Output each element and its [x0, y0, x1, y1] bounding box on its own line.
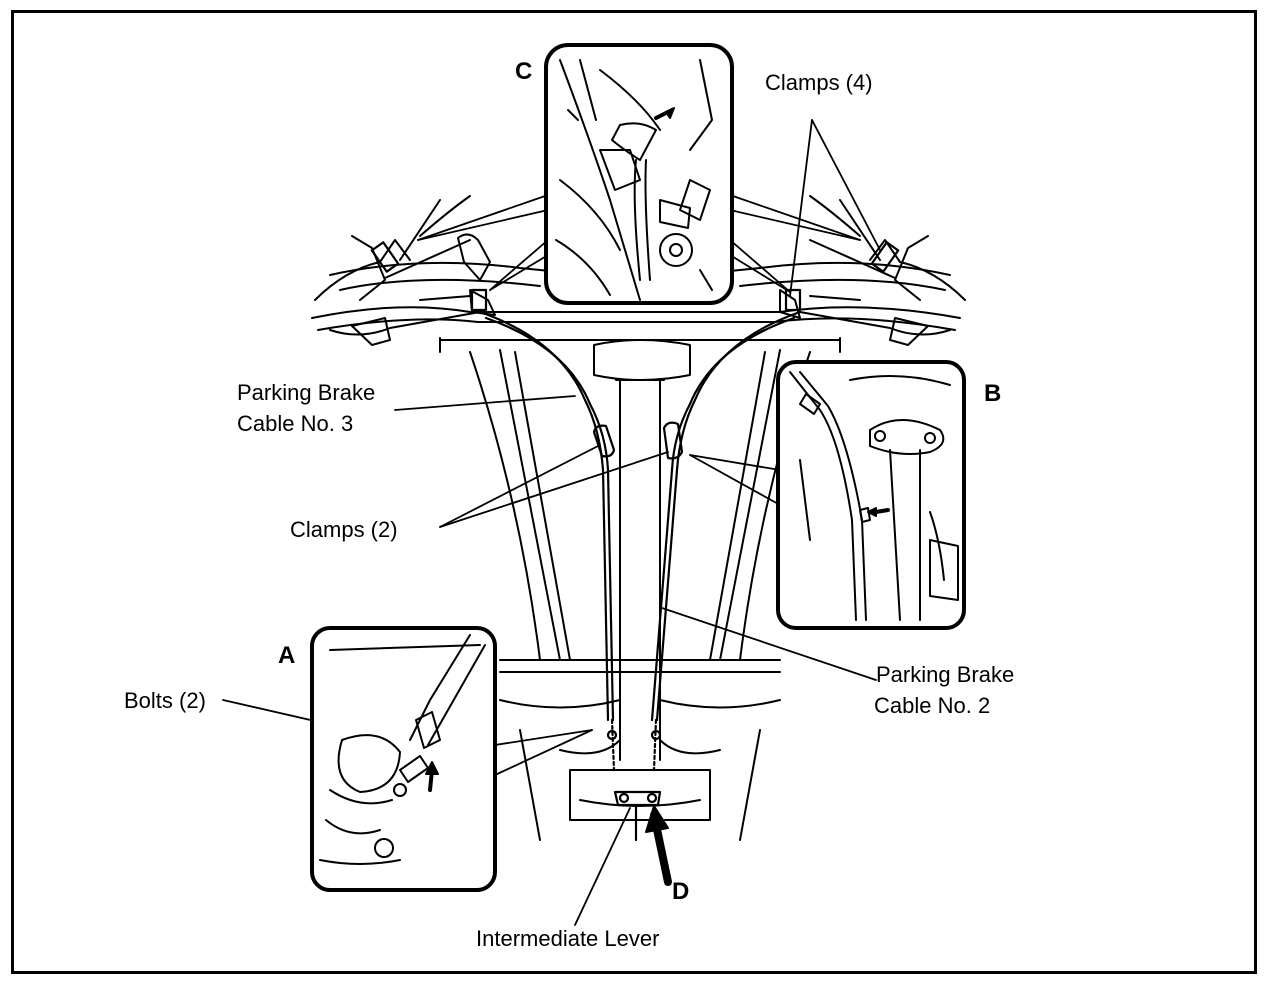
- callout-c-letter: C: [515, 58, 533, 85]
- label-pb-cable3-line2: Cable No. 3: [237, 411, 354, 436]
- leader-lines: [222, 119, 881, 926]
- top-clamps: [370, 241, 900, 312]
- label-pb-cable2-line2: Cable No. 2: [874, 693, 991, 718]
- inset-a: [310, 626, 497, 892]
- label-clamps-mid: Clamps (2): [290, 517, 398, 542]
- callout-b-letter: B: [984, 380, 1002, 407]
- inset-b: [776, 360, 966, 630]
- label-clamps-top: Clamps (4): [765, 70, 873, 95]
- label-bolts: Bolts (2): [124, 688, 206, 713]
- mid-clamps: [592, 421, 684, 460]
- callout-a-letter: A: [278, 642, 296, 669]
- label-pb-cable2-line1: Parking Brake: [876, 662, 1015, 687]
- inset-c: [544, 43, 734, 305]
- parking-brake-cables: [478, 310, 802, 842]
- callout-d-letter: D: [672, 878, 690, 905]
- label-pb-cable3-line1: Parking Brake: [237, 380, 376, 405]
- label-intermediate-lever: Intermediate Lever: [476, 926, 660, 951]
- vehicle-floor: [439, 337, 841, 841]
- d-arrow-head: [645, 805, 669, 833]
